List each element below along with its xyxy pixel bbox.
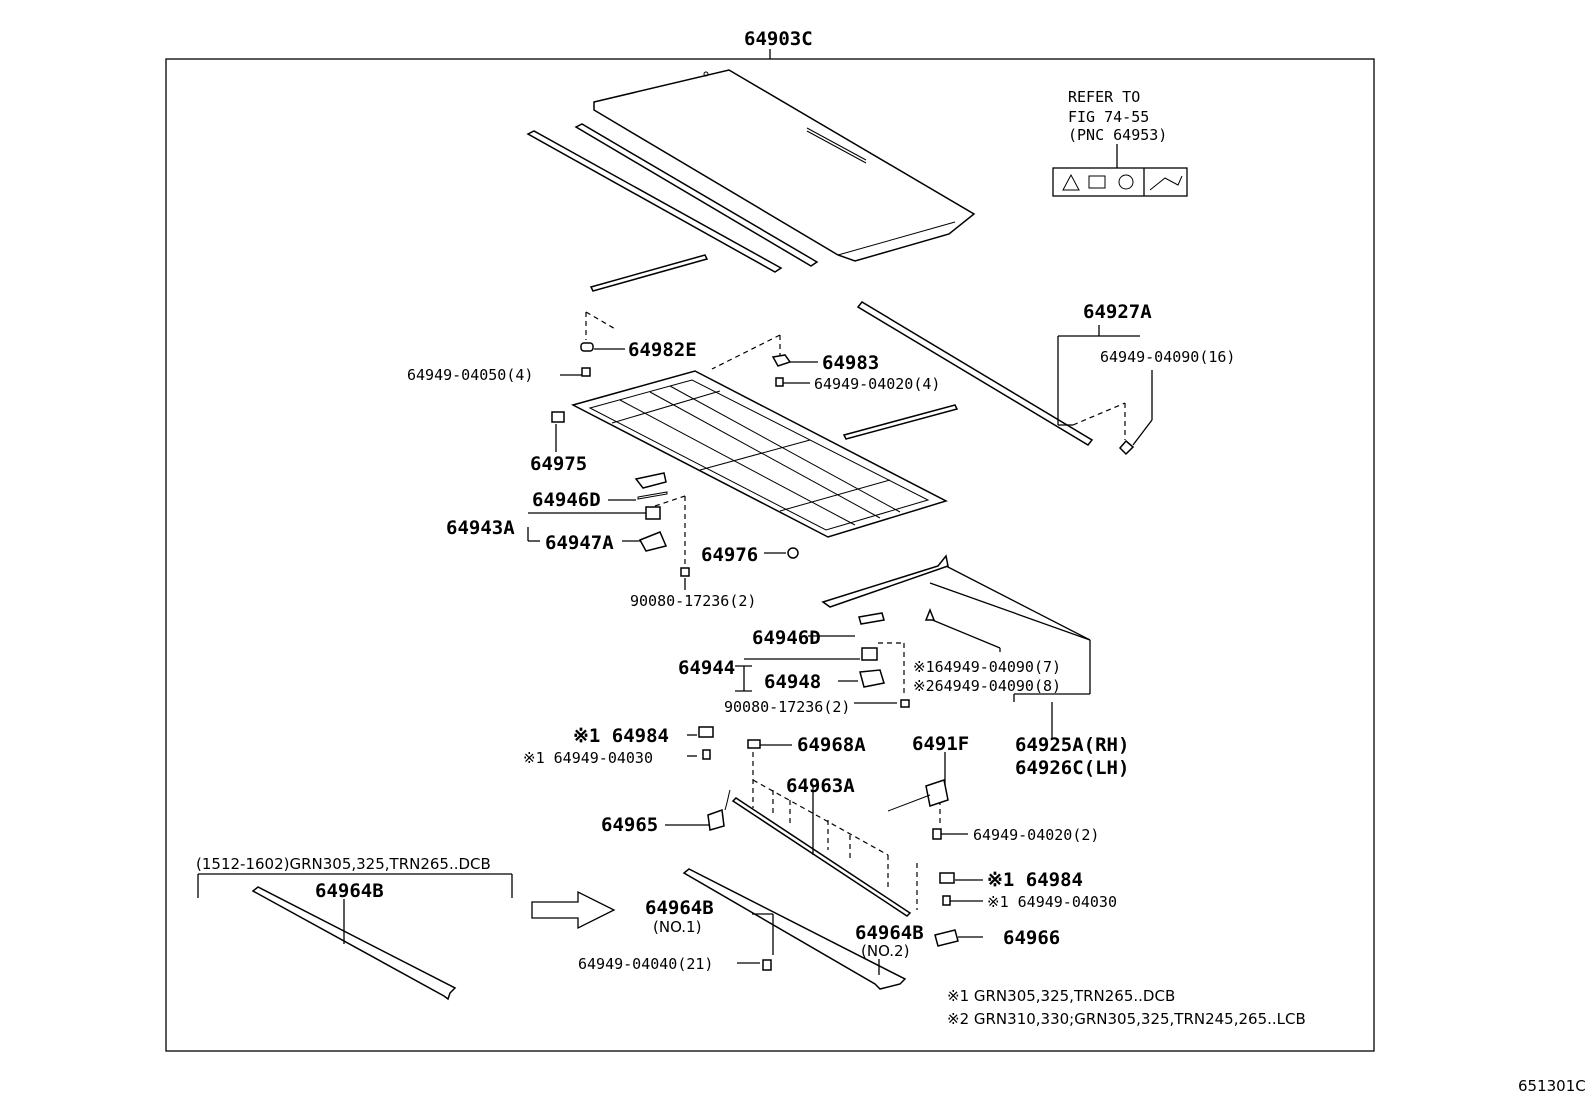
cover-frame	[570, 370, 948, 538]
svg-text:(PNC 64953): (PNC 64953)	[1068, 126, 1167, 144]
rail-64963A	[731, 797, 912, 917]
latch-64948	[859, 669, 885, 688]
label-64925A: 64925A(RH)	[1015, 734, 1129, 756]
label-64966: 64966	[1003, 927, 1060, 949]
latch-64947A	[638, 531, 668, 552]
refer-box: REFER TO FIG 74-55 (PNC 64953)	[1052, 88, 1188, 197]
warning-icon	[1062, 173, 1080, 191]
label-64975: 64975	[530, 453, 587, 475]
cable-6491F	[887, 794, 931, 812]
label-64926C: 64926C(LH)	[1015, 757, 1129, 779]
label-64943A: 64943A	[446, 517, 515, 539]
clip-64968A	[747, 739, 761, 749]
label-64949-04020-4: 64949-04020(4)	[814, 375, 940, 393]
label-no2: (NO.2)	[861, 942, 909, 960]
rod-64927A	[842, 301, 1094, 446]
rail-64964B-no1	[682, 868, 907, 990]
bolt-64949-04030-a	[702, 749, 711, 760]
bracket-64946D	[634, 472, 667, 489]
label-64984-a: ※1 64984	[573, 725, 669, 747]
bolt-64949-04020-2	[932, 828, 942, 840]
clip-64983	[771, 354, 792, 367]
nut-64976	[787, 547, 799, 559]
label-64944: 64944	[678, 657, 735, 679]
label-64983: 64983	[822, 352, 879, 374]
cable-64946D	[637, 491, 668, 500]
tonneau-cover-panel	[593, 69, 976, 262]
bracket-64946D-b	[858, 612, 885, 625]
note-2: ※2 GRN310,330;GRN305,325,TRN245,265..LCB	[947, 1010, 1306, 1028]
label-64968A: 64968A	[797, 734, 866, 756]
note-1: ※1 GRN305,325,TRN265..DCB	[947, 987, 1175, 1005]
label-variant-range: (1512-1602)GRN305,325,TRN265..DCB	[196, 855, 491, 873]
label-64964B-no2: 64964B	[855, 922, 924, 944]
seal-64925A	[821, 554, 949, 608]
svg-text:FIG 74-55: FIG 74-55	[1068, 108, 1149, 126]
label-64948: 64948	[764, 671, 821, 693]
label-64949-04040: 64949-04040(21)	[578, 955, 713, 973]
label-64949-04030-a: ※1 64949-04030	[523, 749, 653, 767]
svg-text:REFER TO: REFER TO	[1068, 88, 1140, 106]
figure-number: 651301C	[1518, 1077, 1586, 1095]
nut-90080-b	[900, 699, 910, 708]
label-64963A: 64963A	[786, 775, 855, 797]
label-6491F: 6491F	[912, 733, 969, 755]
leader-lines	[197, 311, 1153, 975]
label-90080-a: 90080-17236(2)	[630, 592, 756, 610]
clip-64975	[551, 411, 565, 423]
label-64964B-left: 64964B	[315, 880, 384, 902]
label-64984-b: ※1 64984	[987, 869, 1083, 891]
gear-icon	[1118, 174, 1134, 190]
label-64949-04020-2: 64949-04020(2)	[973, 826, 1099, 844]
nut-90080-a	[680, 567, 690, 577]
bolt-64949-04020	[775, 377, 784, 387]
book-icon	[1088, 175, 1106, 189]
label-64949-04050: 64949-04050(4)	[407, 366, 533, 384]
wire-64965	[724, 789, 731, 811]
clip-64982E	[580, 342, 594, 352]
latch-64943A	[645, 506, 661, 520]
label-note2-64949-04090-8: ※264949-04090(8)	[913, 677, 1061, 695]
latch-64944	[861, 647, 878, 661]
bracket-64966	[934, 929, 959, 947]
label-64946D-b: 64946D	[752, 627, 821, 649]
label-64947A: 64947A	[545, 532, 614, 554]
tonneau-icon	[1149, 175, 1183, 191]
label-64964B-no1: 64964B	[645, 897, 714, 919]
bolt-64949-04050	[581, 367, 591, 377]
label-note1-64949-04090-7: ※164949-04090(7)	[913, 658, 1061, 676]
bolt-64949-04030-b	[942, 895, 951, 906]
label-64927A: 64927A	[1083, 301, 1152, 323]
right-arrow	[531, 890, 616, 930]
bolt-64949-04090	[1118, 439, 1135, 456]
lock-6491F	[925, 779, 949, 807]
top-side-rails	[526, 123, 819, 292]
label-64949-04090-16: 64949-04090(16)	[1100, 348, 1235, 366]
label-64982E: 64982E	[628, 339, 697, 361]
rail-64964B-left	[251, 886, 457, 1001]
bolt-64949-04040	[762, 959, 772, 971]
screw-925A	[924, 607, 936, 621]
frame-label: 64903C	[744, 28, 813, 50]
hinge-64965	[707, 808, 725, 831]
label-64965: 64965	[601, 814, 658, 836]
clip-64984-a	[698, 726, 714, 738]
clip-64984-b	[939, 872, 955, 884]
small-parts	[551, 342, 1135, 971]
label-no1: (NO.1)	[653, 918, 701, 936]
label-64949-04030-b: ※1 64949-04030	[987, 893, 1117, 911]
label-64946D-a: 64946D	[532, 489, 601, 511]
label-64976: 64976	[701, 544, 758, 566]
label-90080-b: 90080-17236(2)	[724, 698, 850, 716]
